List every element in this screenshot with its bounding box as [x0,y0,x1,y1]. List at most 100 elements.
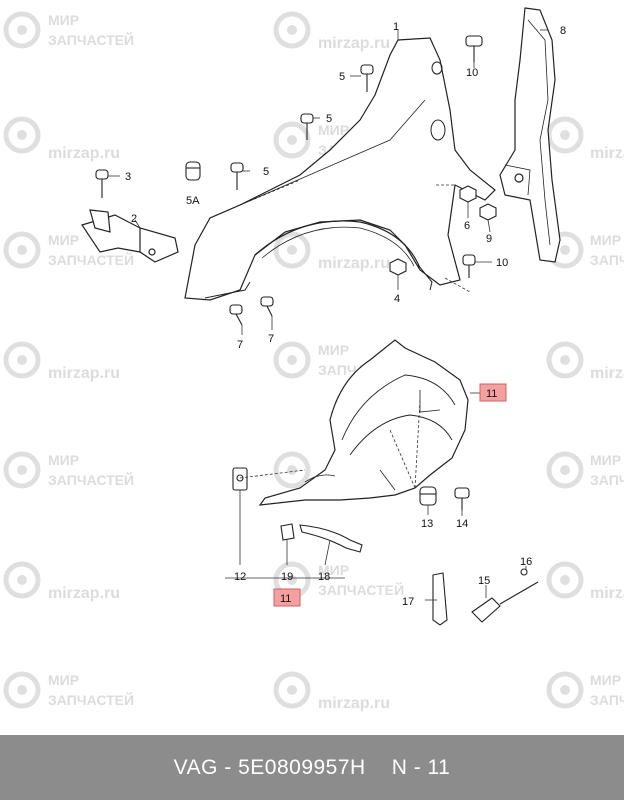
watermark-line1: МИР [48,672,79,688]
watermark-site: mirzap.ru [590,585,624,602]
fastener-screw-icon [260,296,274,317]
watermark-logo-icon [546,341,584,379]
watermark-logo-icon [3,11,41,49]
watermark-site: mirzap.ru [48,585,120,602]
clip-part [232,467,248,491]
nut-icon [459,185,477,203]
watermark-logo-icon [273,231,311,269]
footer-bar: VAG - 5E0809957H N - 11 [0,735,624,800]
watermark-logo-icon [546,451,584,489]
plug-part [432,572,448,626]
callout-10-top: 10 [466,67,478,79]
callout-5A: 5A [186,195,200,207]
callout-5-low: 5 [263,166,269,178]
callout-19: 19 [281,571,293,583]
trim-strip-part [299,524,363,553]
watermark-logo-icon [3,561,41,599]
callout-8: 8 [560,25,566,37]
watermark-line1: МИР [590,232,621,248]
watermark-line2: ЗАПЧАСТЕЙ [48,691,134,708]
callout-12: 12 [234,571,246,583]
callout-labels: 1 2 3 4 5 5 5 5A 6 7 7 8 9 10 10 11 11 1… [125,21,566,608]
watermark-line2: ЗАПЧАСТЕЙ [590,471,624,488]
watermark-logo-icon [546,671,584,709]
watermark-line1: МИР [590,452,621,468]
callout-13: 13 [421,518,433,530]
bracket-part [81,209,179,263]
watermark-site: mirzap.ru [318,255,390,272]
watermark-line1: МИР [318,562,349,578]
watermark-line1: МИР [318,122,349,138]
watermark-logo-icon [3,451,41,489]
fender-panel [184,37,496,301]
parts-diagram: МИР ЗАПЧАСТЕЙ mirzap.ru mirzap.ru МИР ЗА… [3,7,624,712]
side-bracket-part [499,7,561,263]
callout-1: 1 [393,21,399,33]
callout-2: 2 [131,213,137,225]
watermark-site: mirzap.ru [590,145,624,162]
callout-14: 14 [456,518,468,530]
footer-part-number: VAG - 5E0809957H [173,755,366,779]
watermark-line1: МИР [590,672,621,688]
watermark-logo-icon [3,341,41,379]
watermark-line2: ЗАПЧАСТЕЙ [590,691,624,708]
leader-lines [225,392,527,601]
watermark-logo-icon [3,116,41,154]
callout-7-left: 7 [237,339,243,351]
watermark-line1: МИР [48,452,79,468]
watermark-line2: ЗАПЧАСТЕЙ [48,31,134,48]
callout-7-right: 7 [268,333,274,345]
nut-icon [479,203,497,221]
wheel-housing-liner [258,339,469,506]
watermark-site: mirzap.ru [48,365,120,382]
callout-15: 15 [478,575,490,587]
expanding-nut-icon [419,486,437,506]
leader-lines [108,29,548,335]
callout-17: 17 [402,596,414,608]
watermark-logo-icon [273,121,311,159]
fastener-screw-icon [454,487,470,510]
watermark-logo-icon [273,671,311,709]
callout-6: 6 [464,220,470,232]
watermark-logo-icon [546,116,584,154]
fastener-screw-icon [95,169,109,198]
fastener-screw-icon [360,64,374,92]
watermark-line2: ЗАПЧАСТЕЙ [48,471,134,488]
watermark-line2: ЗАПЧАСТЕЙ [318,581,404,598]
watermark-line1: МИР [318,342,349,358]
callout-11-group: 11 [280,593,291,605]
callout-16: 16 [520,556,532,568]
clip-nut-icon [185,161,201,181]
spreader-clip-part [471,568,539,623]
watermark-line1: МИР [48,232,79,248]
clip-part [280,523,295,541]
callout-10-low: 10 [496,257,508,269]
watermark-logo-icon [273,451,311,489]
watermark-site: mirzap.ru [590,365,624,382]
fastener-screw-icon [300,113,314,140]
watermark-line1: МИР [48,12,79,28]
watermark-line2: ЗАПЧАСТЕЙ [590,251,624,268]
footer-position: N - 11 [391,755,451,779]
callout-11: 11 [486,388,497,400]
callout-11-highlight: 11 [479,383,507,402]
fastener-screw-icon [229,304,243,326]
watermark-logo-icon [3,671,41,709]
fastener-bolt-icon [465,35,483,62]
callout-11-group-highlight: 11 [273,588,301,607]
watermark-logo-icon [273,11,311,49]
callout-5-mid: 5 [326,113,332,125]
callout-3: 3 [125,171,131,183]
watermark-site: mirzap.ru [48,145,120,162]
fastener-bolt-icon [462,254,476,278]
callout-5-top: 5 [339,71,345,83]
watermark-site: mirzap.ru [318,695,390,712]
callout-9: 9 [486,233,492,245]
callout-4: 4 [394,293,400,305]
watermark-logo-icon [273,341,311,379]
nut-icon [389,258,407,276]
watermark-site: mirzap.ru [318,35,390,52]
watermark-logo-icon [3,231,41,269]
watermark-logo-icon [546,561,584,599]
fastener-screw-icon [230,162,244,190]
